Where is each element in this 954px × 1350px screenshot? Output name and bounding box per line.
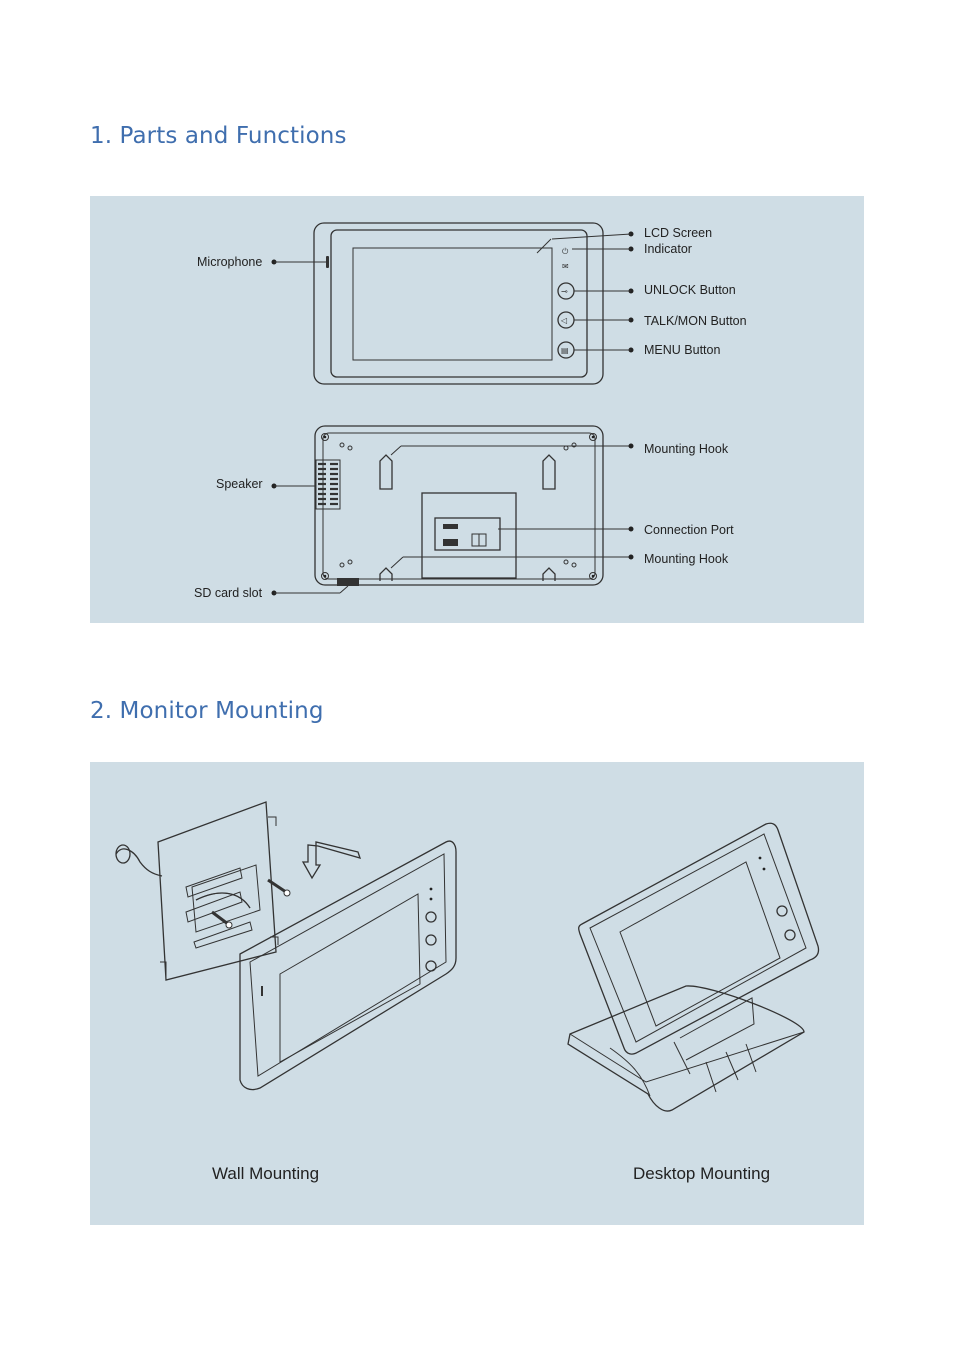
screw-hole-icons bbox=[321, 433, 597, 580]
menu-icon: ▤ bbox=[561, 346, 569, 355]
label-unlock-button: UNLOCK Button bbox=[644, 283, 736, 297]
power-indicator-icon: ⏻ bbox=[562, 247, 569, 256]
wall-mounting-illustration bbox=[115, 801, 457, 1091]
label-mounting-hook-top: Mounting Hook bbox=[644, 442, 729, 456]
desktop-stand bbox=[567, 985, 805, 1112]
label-speaker: Speaker bbox=[216, 477, 263, 491]
unlock-button[interactable]: ⊸ bbox=[557, 282, 575, 300]
menu-button[interactable]: ▤ bbox=[557, 341, 575, 359]
mounting-diagram bbox=[115, 801, 820, 1112]
parts-diagram: ⏻ ✉ ⊸ ◁ ▤ Microphone LCD Screen Indicato… bbox=[194, 222, 747, 600]
speaker-grille bbox=[315, 459, 341, 510]
label-talk-mon-button: TALK/MON Button bbox=[644, 314, 747, 328]
screw-icons bbox=[211, 878, 291, 929]
talk-mon-button[interactable]: ◁ bbox=[557, 311, 575, 329]
wall-plate bbox=[157, 801, 277, 981]
mounting-hook-slots bbox=[379, 454, 556, 581]
caption-desktop-mounting: Desktop Mounting bbox=[633, 1164, 771, 1183]
caption-wall-mounting: Wall Mounting bbox=[212, 1164, 320, 1183]
monitor-back-view bbox=[314, 425, 630, 586]
mail-indicator-icon: ✉ bbox=[562, 262, 569, 271]
microphone-hole bbox=[326, 256, 329, 268]
label-lcd-screen: LCD Screen bbox=[644, 226, 712, 240]
speaker-icon: ◁ bbox=[560, 316, 567, 325]
desktop-mounting-illustration bbox=[567, 822, 820, 1112]
parts-diagram-panel: ⏻ ✉ ⊸ ◁ ▤ Microphone LCD Screen Indicato… bbox=[90, 196, 864, 623]
monitor-wall-view bbox=[239, 840, 457, 1091]
label-sd-card-slot: SD card slot bbox=[194, 586, 263, 600]
section-title-parts: 1. Parts and Functions bbox=[90, 123, 347, 149]
section-title-mounting: 2. Monitor Mounting bbox=[90, 698, 324, 724]
sd-card-slot bbox=[337, 578, 359, 586]
label-connection-port: Connection Port bbox=[644, 523, 734, 537]
label-mounting-hook-bottom: Mounting Hook bbox=[644, 552, 729, 566]
mounting-diagram-panel: Wall Mounting Desktop Mounting bbox=[90, 762, 864, 1225]
arrow-down-icon bbox=[301, 841, 362, 880]
label-indicator: Indicator bbox=[644, 242, 692, 256]
monitor-desktop-view bbox=[578, 822, 820, 1055]
monitor-front-view: ⏻ ✉ ⊸ ◁ ▤ bbox=[313, 222, 604, 385]
key-icon: ⊸ bbox=[561, 287, 568, 296]
label-menu-button: MENU Button bbox=[644, 343, 720, 357]
label-microphone: Microphone bbox=[197, 255, 262, 269]
connection-port-box bbox=[421, 492, 517, 579]
cable bbox=[115, 848, 163, 877]
